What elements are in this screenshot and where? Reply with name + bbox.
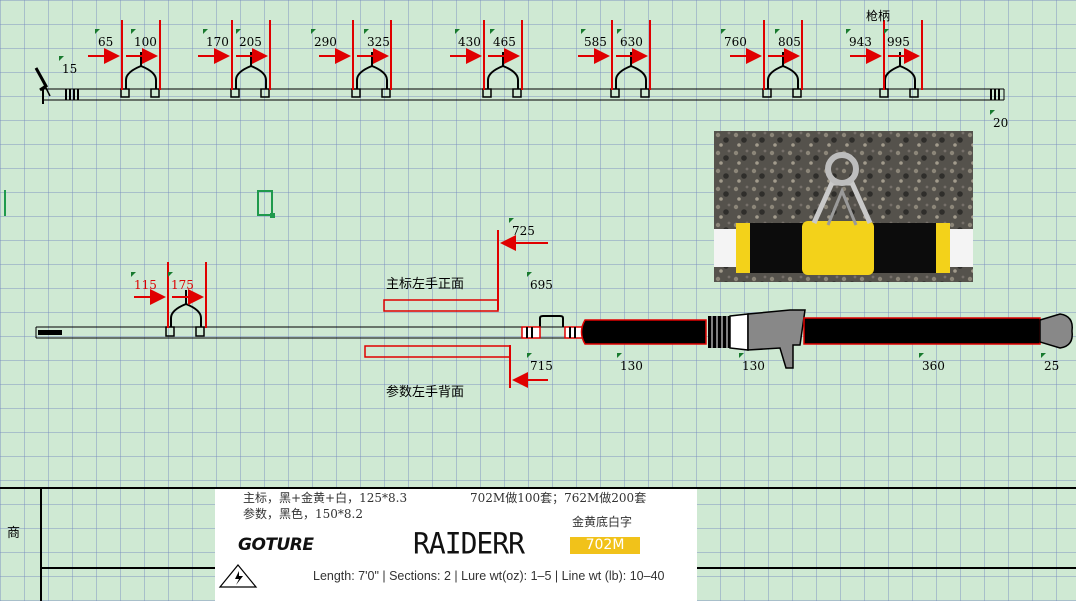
reel-seat-trigger [747, 309, 806, 369]
fore-grip [580, 319, 707, 345]
butt-label-130-fore: 130 [620, 359, 643, 373]
tip-label-100: 100 [134, 35, 157, 49]
label-order-note: 702M做100套；762M做200套 [470, 491, 647, 505]
tip-label-943: 943 [849, 35, 872, 49]
hook-keeper-icon [539, 315, 564, 327]
butt-section [35, 290, 1073, 369]
tip-label-170: 170 [206, 35, 229, 49]
tip-label-20: 20 [993, 116, 1009, 130]
butt-label-115: 115 [134, 278, 157, 292]
tip-label-760: 760 [724, 35, 747, 49]
tip-label-15: 15 [62, 62, 78, 76]
label-spec-line1: 主标，黑+金黄+白，125*8.3 [243, 491, 408, 505]
model-badge: 702M [570, 537, 640, 554]
main-mark-label: 主标左手正面 [386, 277, 465, 292]
warning-icon [218, 563, 258, 593]
label-spec-line2: 参数，黑色，150*8.2 [243, 507, 363, 521]
tip-section [34, 67, 1005, 104]
tip-label-290: 290 [314, 35, 337, 49]
tip-label-205: 205 [239, 35, 262, 49]
tip-guides [125, 52, 916, 89]
butt-label-725: 725 [512, 224, 535, 238]
guide-photo [714, 131, 973, 282]
butt-cap [1039, 313, 1073, 349]
reel-seat-nut [708, 316, 730, 348]
butt-label-25: 25 [1044, 359, 1060, 373]
spec-line: Length: 7'0" | Sections: 2 | Lure wt(oz)… [313, 569, 665, 583]
tip-label-805: 805 [778, 35, 801, 49]
handle-label: 枪柄 [866, 9, 891, 23]
butt-label-130-seat: 130 [742, 359, 765, 373]
butt-label-695: 695 [530, 278, 553, 292]
tip-label-65: 65 [98, 35, 114, 49]
fill-handle[interactable] [270, 213, 275, 218]
tip-dimension-marks [88, 20, 923, 90]
row-selection-marker [4, 190, 6, 216]
butt-label-715: 715 [530, 359, 553, 373]
tip-label-585: 585 [584, 35, 607, 49]
model-name: RAIDERR [413, 526, 525, 561]
side-cell-char: 商 [7, 526, 21, 541]
tip-label-430: 430 [458, 35, 481, 49]
param-label: 参数左手背面 [386, 385, 465, 400]
tip-label-325: 325 [367, 35, 390, 49]
label-gold-note: 金黄底白字 [572, 515, 633, 529]
tip-label-465: 465 [493, 35, 516, 49]
tip-label-995: 995 [887, 35, 910, 49]
tip-label-630: 630 [620, 35, 643, 49]
selected-cell[interactable] [257, 190, 275, 218]
butt-label-360: 360 [922, 359, 945, 373]
butt-label-175: 175 [171, 278, 194, 292]
main-mark-box [383, 299, 499, 312]
rear-grip [803, 317, 1041, 345]
brand-logo: GOTURE [238, 535, 314, 555]
param-mark-box [364, 345, 511, 358]
